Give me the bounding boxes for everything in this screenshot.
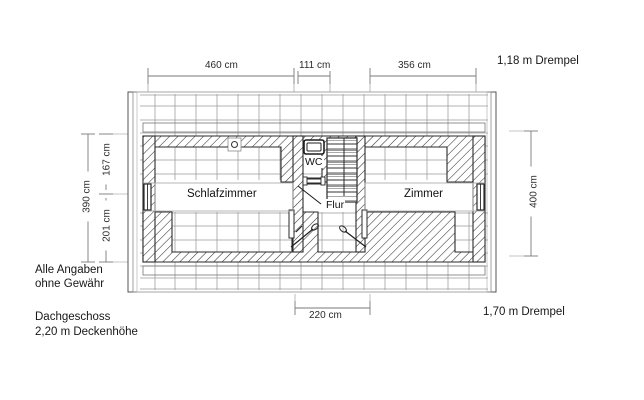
- door-swing-zimmer: [339, 225, 367, 248]
- dimension-label-left-201: 201 cm: [101, 200, 113, 251]
- door-swing-flur-a: [295, 185, 322, 233]
- room-outline-zimmer: [364, 182, 474, 212]
- door-jamb-left: [288, 209, 295, 239]
- note-disclaimer-line1: Alle Angaben: [35, 264, 103, 276]
- note-ceiling-height: 2,20 m Deckenhöhe: [35, 326, 138, 338]
- note-drempel-bottom: 1,70 m Drempel: [483, 306, 565, 318]
- staircase: [326, 137, 358, 203]
- dimension-label-bottom-220: 220 cm: [307, 310, 344, 321]
- dimension-label-top-460: 460 cm: [203, 60, 240, 71]
- knee-wall-bottom: [142, 211, 486, 276]
- dimension-label-left-167: 167 cm: [101, 134, 113, 185]
- room-label-wc: WC: [304, 156, 324, 168]
- dimension-label-right-400: 400 cm: [528, 166, 540, 217]
- bottom-dimension-chain: [294, 294, 371, 315]
- room-label-flur: Flur: [325, 199, 346, 211]
- ceiling-light-icon: [227, 137, 242, 152]
- note-floor-label: Dachgeschoss: [35, 311, 111, 323]
- dimension-label-left-390: 390 cm: [81, 171, 93, 222]
- gable-opening-right-top: [476, 183, 485, 211]
- toilet-fixture-icon: [303, 139, 325, 155]
- door-wc: [302, 176, 326, 186]
- door-jamb-right: [361, 209, 368, 239]
- dimension-label-top-356: 356 cm: [396, 60, 433, 71]
- note-disclaimer-line2: ohne Gewähr: [35, 278, 105, 290]
- building-outline: [127, 91, 497, 293]
- door-swing-schlafzimmer: [290, 223, 319, 248]
- room-outline-schlafzimmer: [154, 182, 294, 212]
- gable-opening-left-top: [143, 183, 152, 211]
- room-label-schlafzimmer: Schlafzimmer: [187, 188, 257, 200]
- top-dimension-chain: [147, 68, 477, 92]
- dimension-label-top-111: 111 cm: [297, 60, 333, 71]
- note-drempel-top: 1,18 m Drempel: [497, 55, 579, 67]
- room-label-zimmer: Zimmer: [404, 188, 443, 200]
